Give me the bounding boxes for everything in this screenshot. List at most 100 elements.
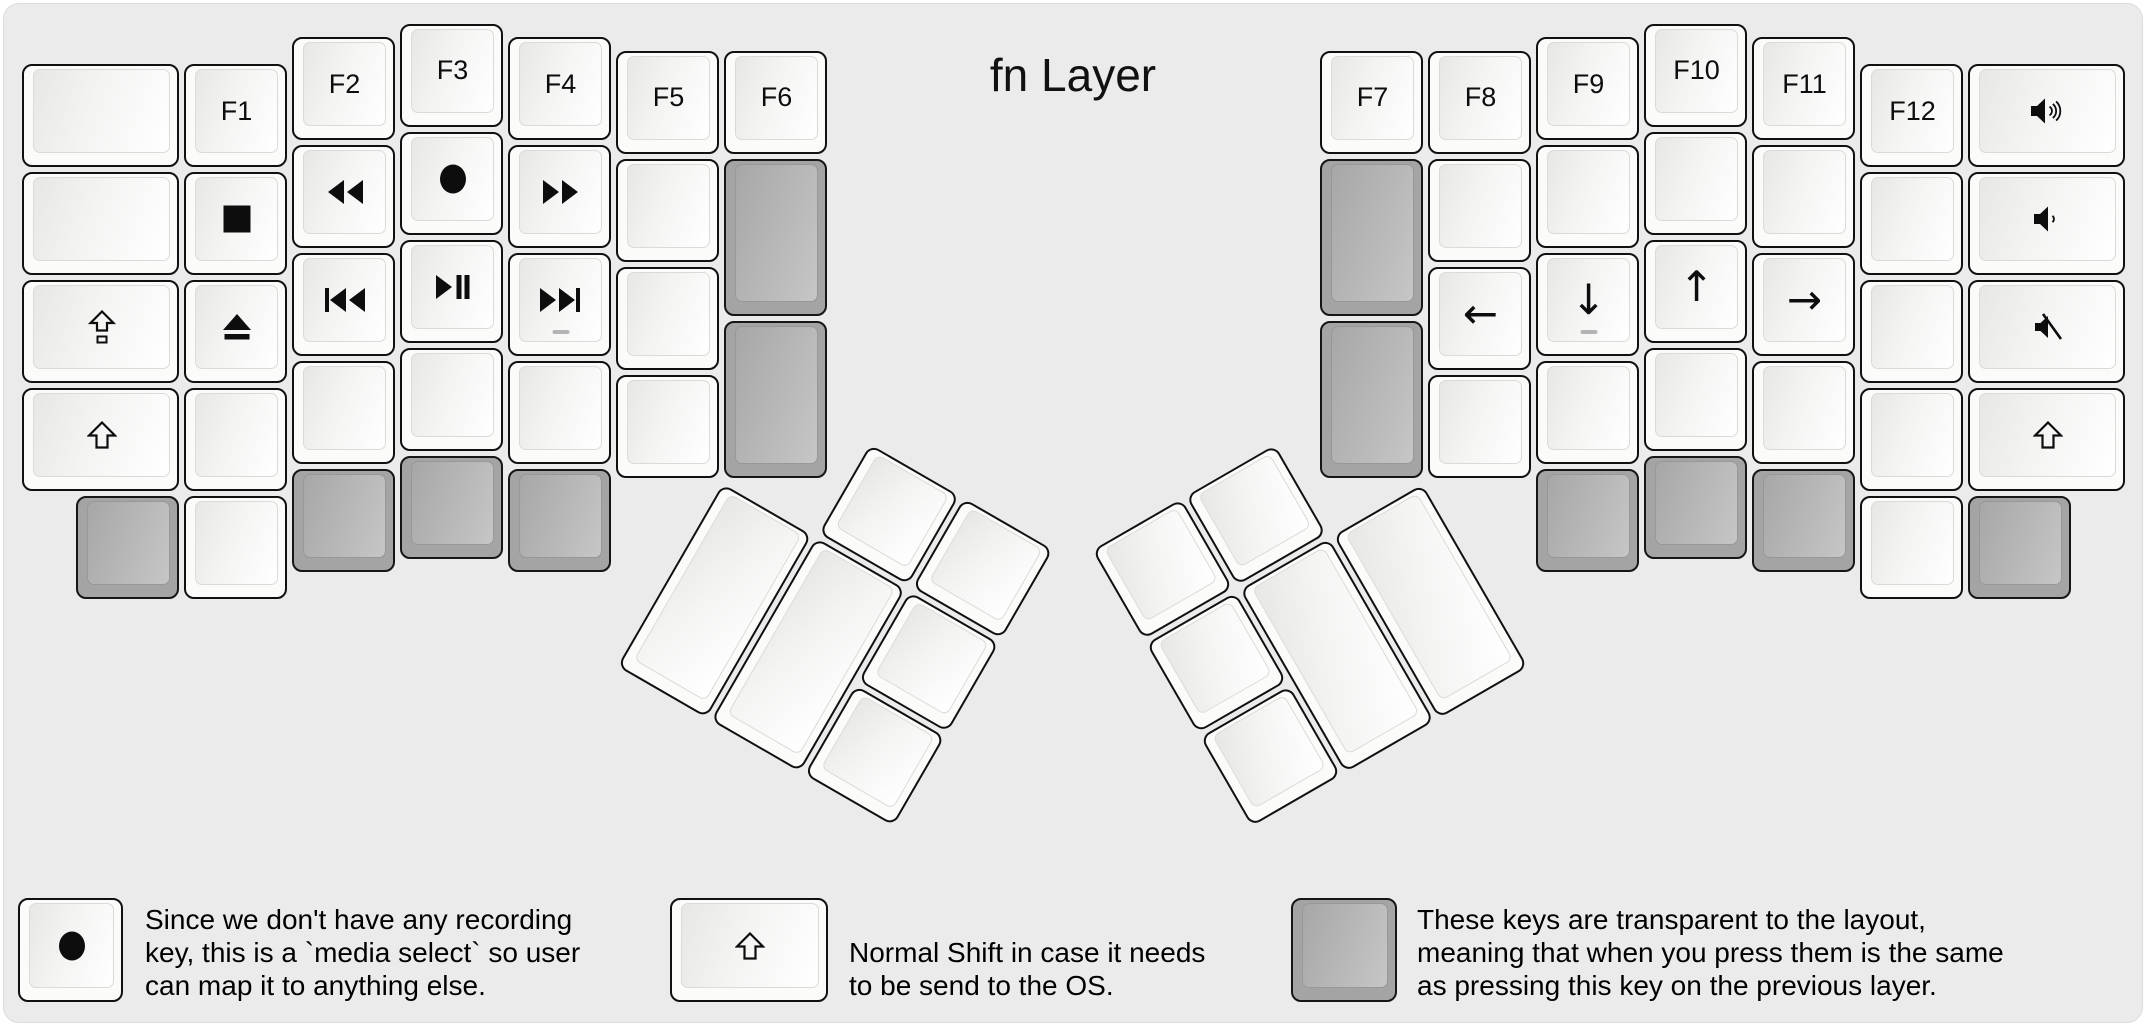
key-f4[interactable]: F4 — [508, 37, 611, 140]
key-blank[interactable] — [1860, 496, 1963, 599]
key-f3[interactable]: F3 — [400, 23, 503, 127]
key-blank[interactable] — [1536, 361, 1639, 464]
key-legend: F6 — [760, 82, 793, 112]
key-transparent[interactable] — [400, 455, 503, 559]
keytop: ↓ — [1547, 258, 1630, 342]
key-blank[interactable] — [616, 158, 719, 262]
legend-text-transparent: These keys are transparent to the layout… — [1417, 904, 2004, 1001]
keytop — [1871, 501, 1954, 585]
key-blank[interactable] — [1428, 374, 1531, 478]
keytop: F3 — [411, 28, 494, 113]
key-transparent[interactable] — [1752, 469, 1855, 572]
key-f10[interactable]: F10 — [1644, 23, 1747, 127]
key-eject[interactable] — [184, 280, 287, 383]
key-f8[interactable]: F8 — [1428, 50, 1531, 154]
key-legend: F2 — [328, 68, 361, 99]
key-blank[interactable] — [1860, 280, 1963, 383]
keytop: F11 — [1763, 42, 1846, 126]
key-record-media-select[interactable] — [400, 131, 503, 235]
key-volume-up[interactable] — [1968, 64, 2125, 167]
key-rewind[interactable] — [292, 145, 395, 248]
key-blank[interactable] — [184, 388, 287, 491]
key-transparent[interactable] — [724, 158, 827, 316]
key-f12[interactable]: F12 — [1860, 64, 1963, 167]
key-transparent[interactable] — [1536, 469, 1639, 572]
keytop — [33, 177, 170, 261]
key-blank[interactable] — [616, 266, 719, 370]
keytop — [1331, 163, 1414, 302]
key-prev-track[interactable] — [292, 253, 395, 356]
key-blank[interactable] — [1752, 361, 1855, 464]
key-f2[interactable]: F2 — [292, 37, 395, 140]
keytop — [411, 352, 494, 437]
keytop — [87, 501, 170, 585]
key-next-track[interactable] — [508, 253, 611, 356]
key-legend: F5 — [652, 82, 685, 112]
keytop — [33, 393, 170, 477]
key-f5[interactable]: F5 — [616, 50, 719, 154]
key-blank[interactable] — [1860, 388, 1963, 491]
key-blank[interactable] — [184, 496, 287, 599]
rewind-icon — [326, 179, 364, 205]
key-arrow-left[interactable]: ← — [1428, 266, 1531, 370]
key-shift[interactable] — [22, 388, 179, 491]
keytop: F10 — [1655, 28, 1738, 113]
key-arrow-up[interactable]: ↑ — [1644, 239, 1747, 343]
key-arrow-right[interactable]: → — [1752, 253, 1855, 356]
keytop: F9 — [1547, 42, 1630, 126]
key-transparent[interactable] — [724, 320, 827, 478]
keytop — [1439, 379, 1522, 464]
key-legend: F3 — [436, 55, 469, 85]
keytop — [519, 258, 602, 342]
keytop — [1871, 393, 1954, 477]
key-blank[interactable] — [22, 172, 179, 275]
keytop — [519, 474, 602, 558]
key-blank[interactable] — [1752, 145, 1855, 248]
key-blank[interactable] — [292, 361, 395, 464]
key-f6[interactable]: F6 — [724, 50, 827, 154]
key-f1[interactable]: F1 — [184, 64, 287, 167]
keytop — [1763, 474, 1846, 558]
keytop: F7 — [1331, 55, 1414, 140]
key-f7[interactable]: F7 — [1320, 50, 1423, 154]
key-f11[interactable]: F11 — [1752, 37, 1855, 140]
key-mute[interactable] — [1968, 280, 2125, 383]
key-blank[interactable] — [1428, 158, 1531, 262]
key-f9[interactable]: F9 — [1536, 37, 1639, 140]
keytop — [1979, 501, 2062, 585]
keytop — [1871, 285, 1954, 369]
key-legend: ← — [1462, 288, 1499, 338]
key-play-pause[interactable] — [400, 239, 503, 343]
key-transparent[interactable] — [292, 469, 395, 572]
layer-title: fn Layer — [989, 49, 1157, 101]
key-blank[interactable] — [1860, 172, 1963, 275]
key-shift-lock[interactable] — [22, 280, 179, 383]
keytop — [1979, 285, 2116, 369]
key-transparent[interactable] — [1968, 496, 2071, 599]
key-shift[interactable] — [670, 898, 828, 1002]
keytop: F2 — [303, 42, 386, 126]
key-transparent[interactable] — [508, 469, 611, 572]
key-blank[interactable] — [1536, 145, 1639, 248]
key-transparent[interactable] — [1644, 455, 1747, 559]
key-transparent[interactable] — [1320, 320, 1423, 478]
key-legend: ↓ — [1570, 275, 1607, 324]
key-blank[interactable] — [22, 64, 179, 167]
key-blank[interactable] — [1644, 131, 1747, 235]
key-transparent[interactable] — [76, 496, 179, 599]
key-legend: F11 — [1782, 68, 1827, 99]
key-blank[interactable] — [616, 374, 719, 478]
key-volume-down[interactable] — [1968, 172, 2125, 275]
key-arrow-down[interactable]: ↓ — [1536, 253, 1639, 356]
key-transparent[interactable] — [1320, 158, 1423, 316]
key-blank[interactable] — [508, 361, 611, 464]
key-record-media-select[interactable] — [18, 898, 123, 1002]
key-stop[interactable] — [184, 172, 287, 275]
keytop — [1439, 163, 1522, 248]
key-blank[interactable] — [1644, 347, 1747, 451]
key-fast-forward[interactable] — [508, 145, 611, 248]
key-blank[interactable] — [400, 347, 503, 451]
key-transparent[interactable] — [1291, 898, 1397, 1002]
key-shift[interactable] — [1968, 388, 2125, 491]
key-legend: → — [1786, 275, 1823, 324]
